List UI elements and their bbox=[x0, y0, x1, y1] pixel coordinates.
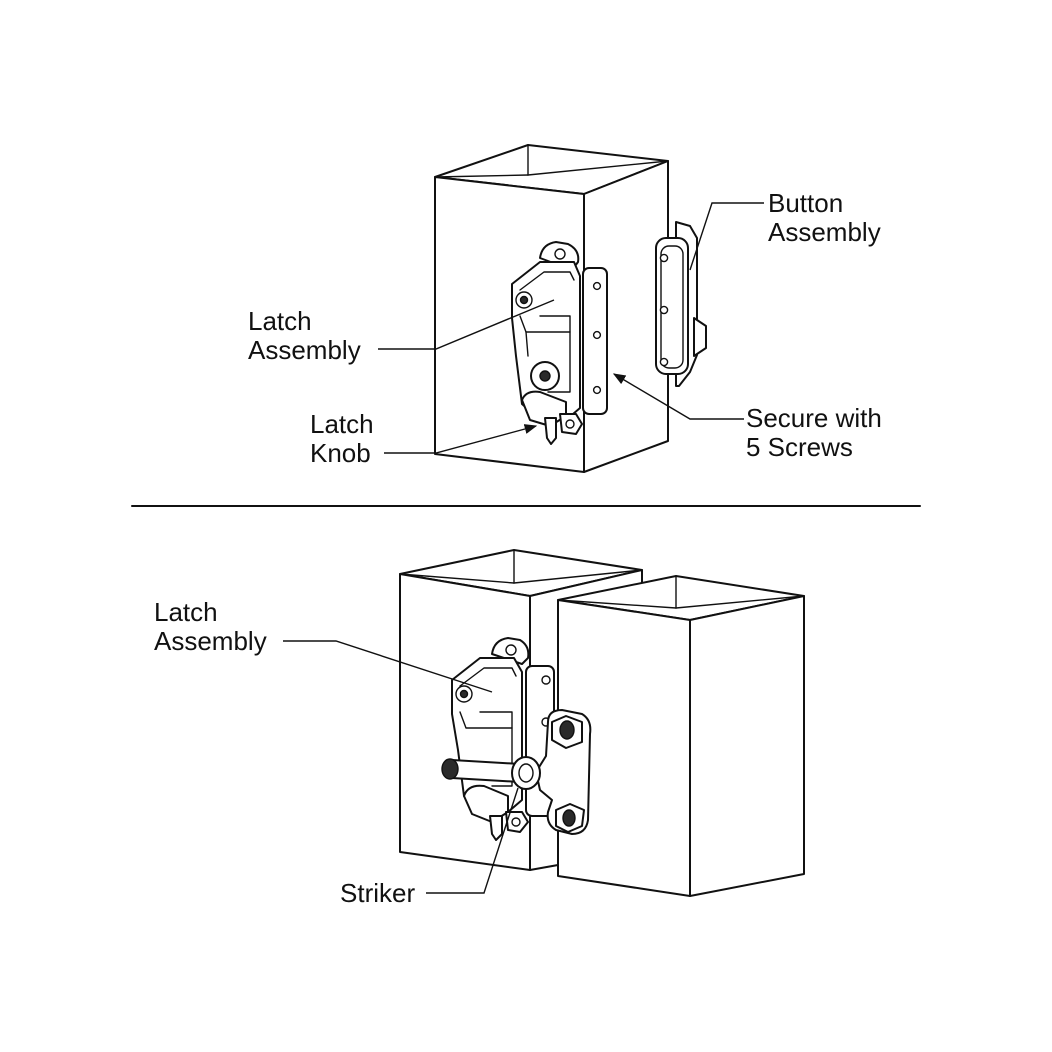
leaders-top bbox=[378, 202, 764, 454]
label-latch-assembly-top-1: Latch bbox=[248, 306, 312, 336]
label-latch-knob-2: Knob bbox=[310, 438, 371, 468]
post-right bbox=[557, 575, 805, 897]
button-assembly-top bbox=[655, 221, 707, 387]
bottom-figure: Latch Assembly Striker bbox=[154, 549, 805, 908]
label-striker: Striker bbox=[340, 878, 415, 908]
label-button-assembly-2: Assembly bbox=[768, 217, 881, 247]
striker-bottom bbox=[441, 709, 592, 835]
label-latch-knob-1: Latch bbox=[310, 409, 374, 439]
label-secure-screws-1: Secure with bbox=[746, 403, 882, 433]
latch-assembly-bottom bbox=[451, 637, 555, 841]
label-latch-assembly-bottom-2: Assembly bbox=[154, 626, 267, 656]
latch-assembly-top bbox=[511, 241, 608, 445]
label-button-assembly-1: Button bbox=[768, 188, 843, 218]
label-latch-assembly-top-2: Assembly bbox=[248, 335, 361, 365]
top-figure: Button Assembly Latch Assembly Latch Kno… bbox=[248, 144, 882, 473]
leaders-bottom bbox=[283, 640, 519, 894]
label-latch-assembly-bottom-1: Latch bbox=[154, 597, 218, 627]
label-secure-screws-2: 5 Screws bbox=[746, 432, 853, 462]
